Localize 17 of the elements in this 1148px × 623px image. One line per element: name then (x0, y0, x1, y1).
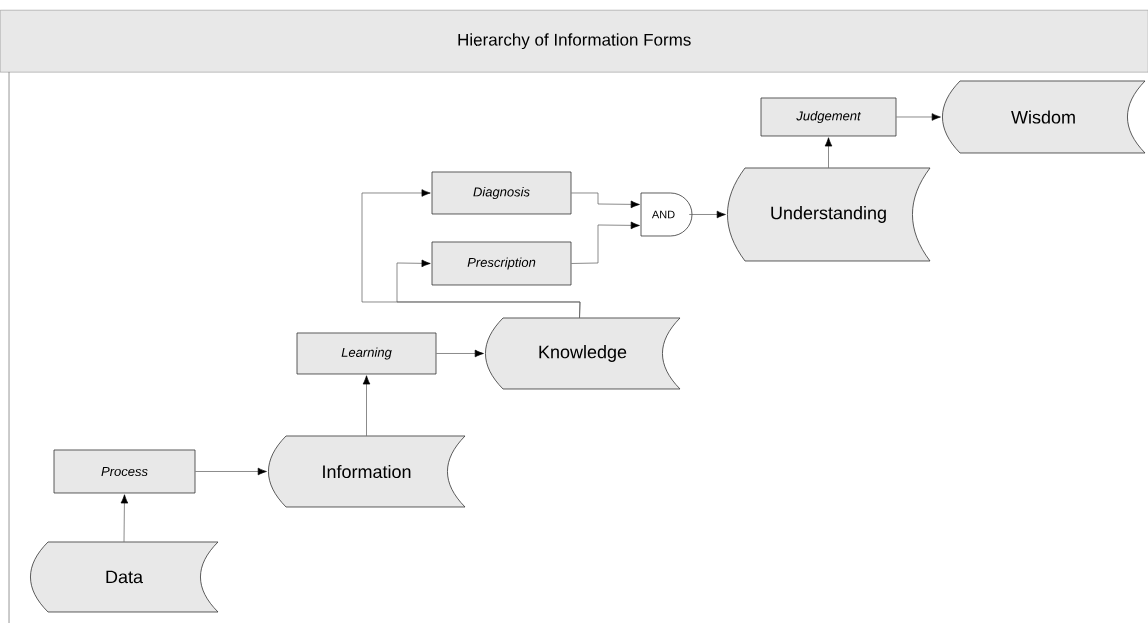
process-box: Prescription (431, 241, 572, 286)
arrow (362, 375, 371, 437)
process-box: Learning (296, 332, 437, 375)
process-box: Judgement (760, 97, 897, 137)
process-box: Process (53, 449, 196, 494)
arrow (195, 467, 267, 476)
arrow (824, 137, 833, 169)
arrow (436, 349, 484, 358)
arrow (571, 221, 640, 264)
process-box: Diagnosis (431, 171, 572, 215)
arrow (896, 113, 941, 121)
arrow (571, 192, 640, 209)
arrow (120, 494, 129, 543)
title-bar: Hierarchy of Information Forms (0, 10, 1148, 73)
arrow (688, 210, 726, 219)
and-gate: AND (640, 192, 693, 237)
arrow (396, 259, 581, 319)
